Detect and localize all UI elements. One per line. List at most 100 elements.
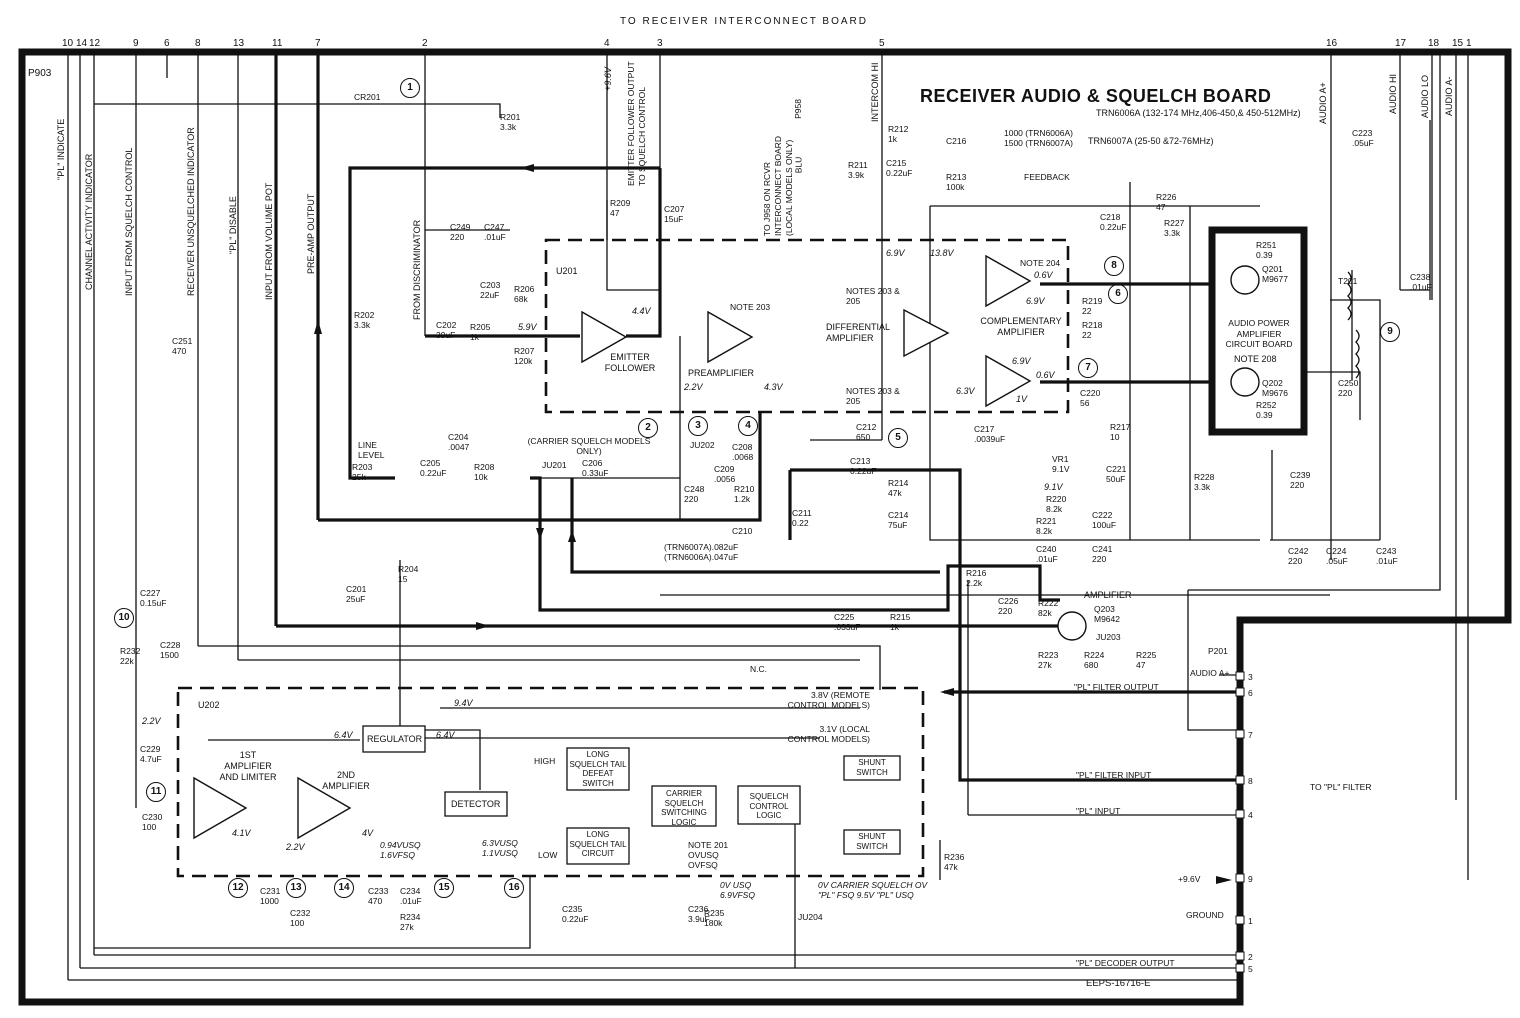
c240: C240.01uF [1036, 544, 1058, 564]
c247: C247.01uF [484, 222, 506, 242]
tp-13: 13 [286, 878, 306, 898]
long-tail-circuit-label: LONG SQUELCH TAIL CIRCUIT [569, 830, 627, 858]
from-discriminator-label: FROM DISCRIMINATOR [412, 219, 422, 320]
c216: C216 [946, 136, 967, 146]
carrier-logic-box [651, 785, 717, 827]
second-amp-symbol [297, 776, 352, 840]
regulator-label: REGULATOR [367, 734, 423, 744]
c209: C209.0056 [714, 464, 736, 484]
t201-transformer [1347, 270, 1360, 380]
detector-label: DETECTOR [451, 799, 501, 809]
tp-9: 9 [1380, 322, 1400, 342]
signal-arrows [314, 164, 1232, 884]
shunt-switch-2-label: SHUNT SWITCH [856, 832, 888, 851]
tp-15: 15 [434, 878, 454, 898]
c224: C224.05uF [1326, 546, 1348, 566]
shunt-switch-2-box [843, 829, 901, 855]
cr201: CR201 [354, 92, 381, 102]
intercom-hi-label: INTERCOM HI [870, 62, 880, 123]
tp-8: 8 [1104, 256, 1124, 276]
note208-label: NOTE 208 [1234, 354, 1277, 364]
squelch-logic-box [737, 785, 801, 825]
preamplifier-symbol [707, 310, 754, 364]
second-amp-label: 2ND AMPLIFIER [322, 770, 370, 791]
p903-label: P903 [28, 68, 52, 79]
audio-power-label: AUDIO POWER AMPLIFIER CIRCUIT BOARD [1225, 318, 1293, 349]
tp-4: 4 [738, 416, 758, 436]
tp-5: 5 [888, 428, 908, 448]
u201-label: U201 [556, 266, 578, 276]
squelch-logic-label: SQUELCH CONTROL LOGIC [749, 792, 789, 820]
comp-amp-top-symbol [985, 254, 1032, 308]
emitter-follower-output-label: EMITTER FOLLOWER OUTPUT TO SQUELCH CONTR… [626, 61, 647, 186]
board-title: RECEIVER AUDIO & SQUELCH BOARD [920, 86, 1272, 106]
first-amp-label: 1ST AMPLIFIER AND LIMITER [219, 750, 277, 782]
preamplifier-label: PREAMPLIFIER [688, 368, 755, 378]
comp-amp-bottom-symbol [985, 354, 1032, 408]
tp-10: 10 [114, 608, 134, 628]
first-amp-symbol [193, 776, 248, 840]
u202-box [176, 686, 925, 878]
long-tail-circuit-box [566, 827, 630, 865]
emitter-follower-symbol [581, 310, 628, 364]
c208: C208.0068 [732, 442, 754, 462]
emitter-follower-label: EMITTER FOLLOWER [604, 352, 656, 373]
right-connector-pins [1235, 671, 1245, 973]
shunt-switch-1-box [843, 755, 901, 781]
thick-wiring [276, 166, 1240, 782]
c216-values: 1000 (TRN6006A)1500 (TRN6007A) [1004, 128, 1073, 148]
c217: C217.0039uF [974, 424, 1006, 444]
board-border [18, 48, 1512, 1006]
tp-16: 16 [504, 878, 524, 898]
c204: C204.0047 [448, 432, 470, 452]
c238: C238.01uF [1410, 272, 1432, 292]
tp-1: 1 [400, 78, 420, 98]
top-pins [67, 52, 1469, 980]
tp-12: 12 [228, 878, 248, 898]
